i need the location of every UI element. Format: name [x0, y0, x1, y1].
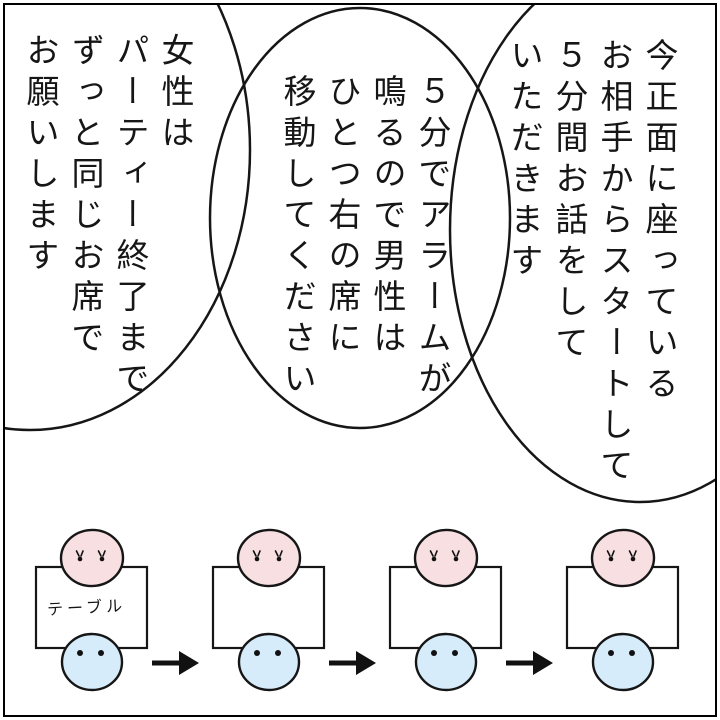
arrow-right-icon — [506, 651, 553, 675]
table-group-2 — [211, 528, 326, 692]
speech-text-left: 女性は パーティー終了まで ずっと同じお席で お願いします — [18, 33, 198, 402]
speech-bubble-right — [448, 0, 720, 504]
speech-line: 女性は — [157, 33, 194, 156]
male-head — [237, 632, 301, 692]
speech-line: 鳴るので男性は — [369, 74, 406, 361]
speech-line: ５分間お話をして — [551, 38, 588, 366]
male-eyes — [431, 650, 458, 656]
female-head — [236, 528, 302, 588]
panel-frame — [3, 3, 717, 717]
female-eyes — [75, 550, 106, 562]
female-eyes — [252, 550, 283, 562]
speech-bubble-left — [0, 0, 252, 432]
speech-text-middle: ５分でアラームが 鳴るので男性は ひとつ右の席に 移動してください — [275, 74, 455, 402]
male-head — [414, 632, 478, 692]
speech-line: 移動してください — [279, 74, 316, 402]
male-head — [591, 632, 655, 692]
female-eyes — [606, 550, 637, 562]
speech-line: いただきます — [506, 38, 543, 284]
speech-line: ずっと同じお席で — [67, 33, 104, 361]
table-group-3 — [388, 528, 503, 692]
male-head — [60, 632, 124, 692]
speech-line: お相手からスタートして — [596, 38, 633, 489]
male-eyes — [254, 650, 281, 656]
arrow-right-icon — [152, 651, 199, 675]
speech-text-right: 今正面に座っている お相手からスタートして ５分間お話をして いただきます — [502, 38, 682, 489]
table-group-1 — [34, 528, 149, 692]
table-label: テーブル — [46, 597, 127, 620]
speech-line: パーティー終了まで — [112, 33, 149, 402]
female-head — [590, 528, 656, 588]
speech-line: 今正面に座っている — [641, 38, 678, 407]
speech-line: お願いします — [22, 33, 59, 279]
female-eyes — [429, 550, 460, 562]
table-group-4 — [565, 528, 680, 692]
speech-line: ひとつ右の席に — [324, 74, 361, 361]
arrow-right-icon — [329, 651, 376, 675]
male-eyes — [608, 650, 635, 656]
male-eyes — [77, 650, 104, 656]
speech-line: ５分でアラームが — [414, 74, 451, 402]
female-head — [59, 528, 125, 588]
speech-bubble-middle — [208, 6, 512, 430]
female-head — [413, 528, 479, 588]
